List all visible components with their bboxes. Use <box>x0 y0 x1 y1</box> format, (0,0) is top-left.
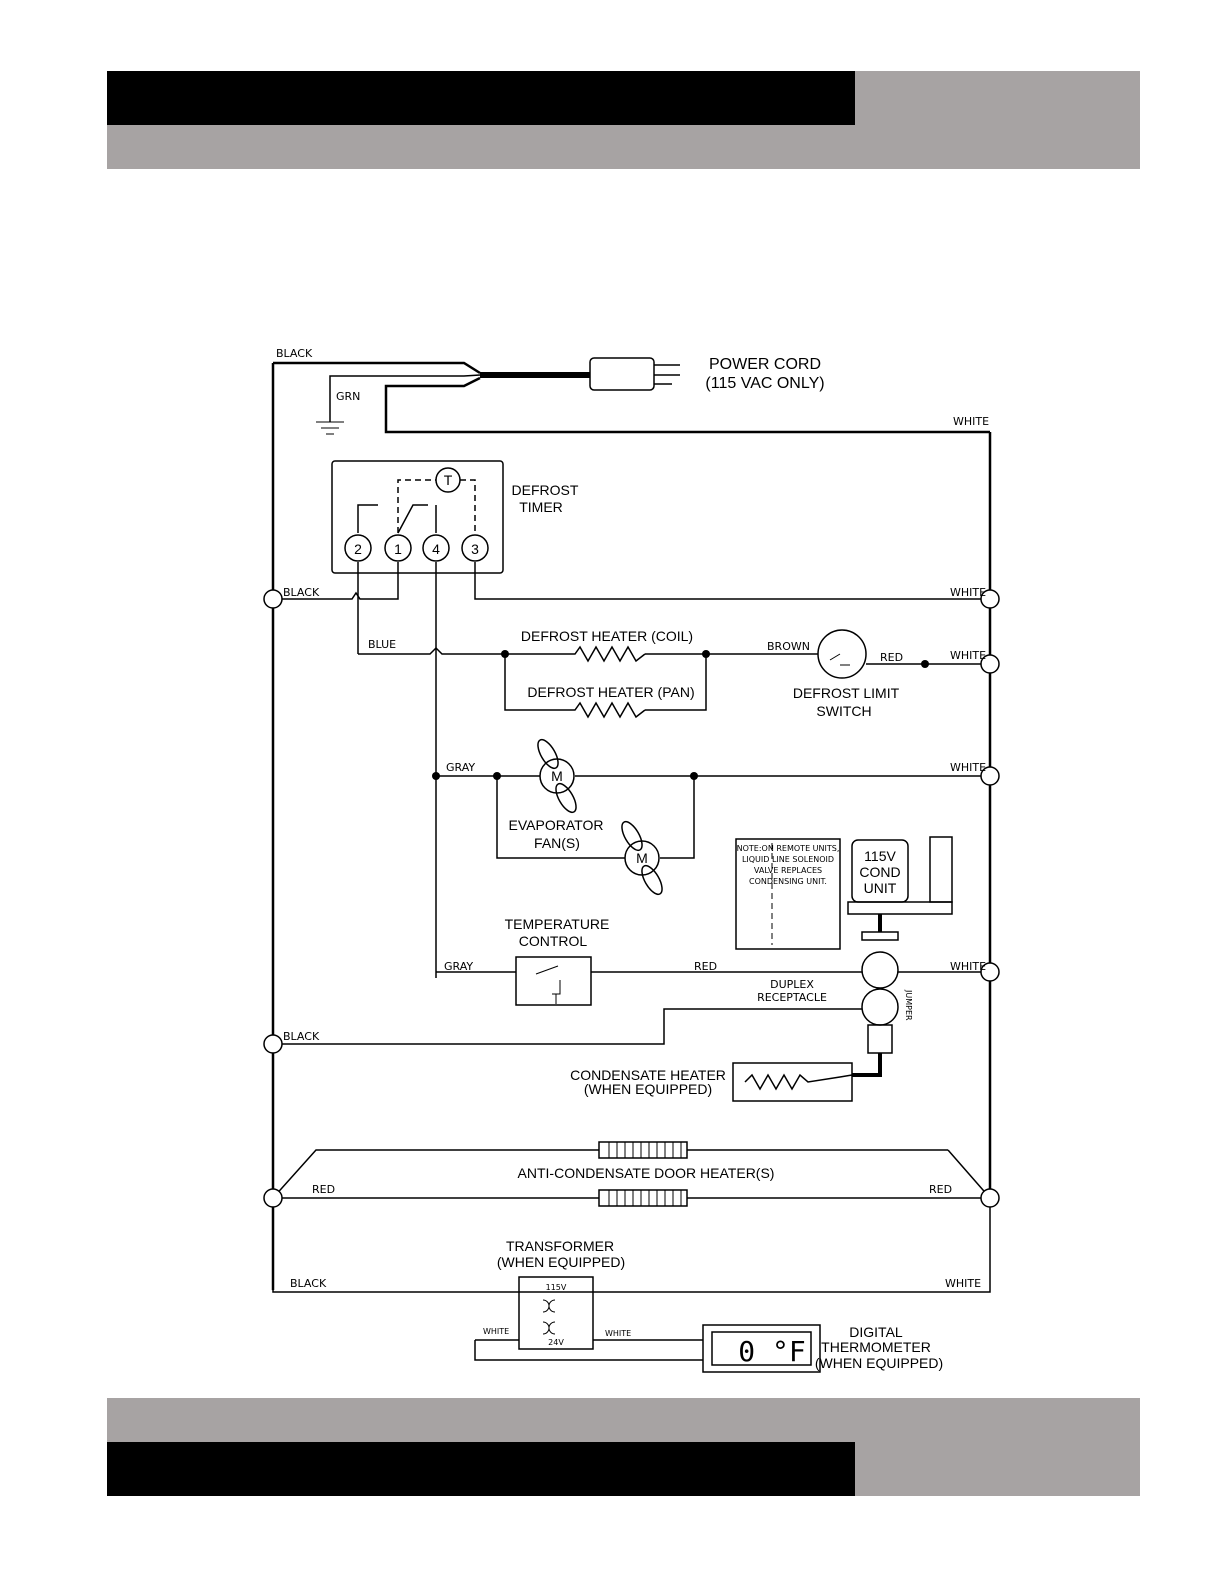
wire-white-xfmr-right: WHITE <box>605 1329 631 1338</box>
wire-gray-972: GRAY <box>444 960 473 973</box>
cond-unit-label-1: 115V <box>864 848 896 864</box>
fan-motor-2-label: M <box>636 850 648 866</box>
wire-white-972: WHITE <box>950 960 986 973</box>
wire-white-bottom: WHITE <box>945 1277 981 1290</box>
digital-thermometer-box <box>702 1324 821 1373</box>
thermo-display: 0 °F <box>738 1335 805 1368</box>
header-gray-tab <box>855 71 1140 125</box>
header-gray-bar <box>107 125 1140 169</box>
limit-switch-label-2: SWITCH <box>816 703 871 719</box>
transformer-box <box>518 1276 594 1350</box>
xfmr-115-label: 115V <box>546 1283 567 1292</box>
wire-blue: BLUE <box>368 638 396 651</box>
wire-red-1198-left: RED <box>312 1183 335 1196</box>
note-line-1: NOTE:ON REMOTE UNITS, <box>737 844 840 853</box>
limit-switch-label-1: DEFROST LIMIT <box>793 685 900 701</box>
terminal-3 <box>461 534 489 562</box>
wire-white-664: WHITE <box>950 649 986 662</box>
thermo-label-3: (WHEN EQUIPPED) <box>815 1355 943 1371</box>
heater-coil-label: DEFROST HEATER (COIL) <box>521 628 693 644</box>
door-heater-bottom <box>598 1189 688 1207</box>
footer-gray-tab <box>855 1442 1140 1496</box>
heater-pan-resistor <box>565 701 646 719</box>
node-right-776 <box>980 766 1000 786</box>
power-cord-label: POWER CORD <box>709 356 821 373</box>
timer-t-label: T <box>444 472 453 488</box>
door-heater-top <box>598 1141 688 1159</box>
footer-black-bar <box>107 1442 855 1496</box>
node-right-599 <box>980 589 1000 609</box>
door-heater-label: ANTI-CONDENSATE DOOR HEATER(S) <box>518 1165 775 1181</box>
terminal-1-label: 1 <box>394 541 402 557</box>
duplex-label-2: RECEPTACLE <box>757 991 827 1004</box>
black-rail <box>273 361 481 375</box>
terminal-4 <box>422 534 450 562</box>
wire-red-972: RED <box>694 960 717 973</box>
power-cord-sub-label: (115 VAC ONLY) <box>705 375 824 392</box>
wire-black-bottom: BLACK <box>290 1277 327 1290</box>
cond-unit-label-2: COND <box>859 864 900 880</box>
power-plug <box>589 357 680 391</box>
wire-white-top: WHITE <box>953 415 989 428</box>
footer-gray-bar <box>107 1398 1140 1442</box>
transformer-label-1: TRANSFORMER <box>506 1238 614 1254</box>
remote-note-box <box>735 838 841 950</box>
heater-coil-resistor <box>565 645 646 663</box>
node-left-1044 <box>263 1034 283 1054</box>
wire-white-xfmr-left: WHITE <box>483 1327 509 1336</box>
transformer-label-2: (WHEN EQUIPPED) <box>497 1254 625 1270</box>
defrost-timer-box <box>331 460 504 574</box>
temp-control-label-1: TEMPERATURE <box>505 916 610 932</box>
wire-grn: GRN <box>336 390 360 403</box>
thermo-label-2: THERMOMETER <box>821 1339 931 1355</box>
terminal-1 <box>384 534 412 562</box>
defrost-timer-label-1: DEFROST <box>512 482 579 498</box>
heater-pan-label: DEFROST HEATER (PAN) <box>527 684 694 700</box>
wire-black-1044: BLACK <box>283 1030 320 1043</box>
wire-white-599: WHITE <box>950 586 986 599</box>
wire-red-664: RED <box>880 651 903 664</box>
evap-fan-label-1: EVAPORATOR <box>509 817 604 833</box>
cond-heater-label-2: (WHEN EQUIPPED) <box>584 1081 712 1097</box>
temp-control-label-2: CONTROL <box>519 933 588 949</box>
xfmr-24-label: 24V <box>548 1338 564 1347</box>
white-rail <box>384 376 990 434</box>
wire-black-top: BLACK <box>276 347 313 360</box>
defrost-timer-label-2: TIMER <box>519 499 563 515</box>
fan-motor-1-label: M <box>551 768 563 784</box>
terminal-4-label: 4 <box>432 541 440 557</box>
ground-wire <box>329 374 481 422</box>
jumper-label: JUMPER <box>904 989 913 1021</box>
terminal-2 <box>344 534 372 562</box>
note-line-4: CONDENSING UNIT. <box>749 877 827 886</box>
node-left-1198 <box>263 1188 283 1208</box>
cond-unit-label-3: UNIT <box>864 880 897 896</box>
wire-red-1198-right: RED <box>929 1183 952 1196</box>
temperature-control-box <box>515 956 592 1006</box>
thermo-label-1: DIGITAL <box>849 1324 903 1340</box>
evap-fan-label-2: FAN(S) <box>534 835 580 851</box>
note-line-2: LIQUID LINE SOLENOID <box>742 855 834 864</box>
wire-white-776: WHITE <box>950 761 986 774</box>
node-right-664 <box>980 654 1000 674</box>
node-right-972 <box>980 962 1000 982</box>
duplex-label-1: DUPLEX <box>770 978 814 991</box>
terminal-2-label: 2 <box>354 541 362 557</box>
header-black-bar <box>107 71 855 125</box>
node-right-1198 <box>980 1188 1000 1208</box>
node-left-599 <box>263 589 283 609</box>
cond-heater-label-1: CONDENSATE HEATER <box>570 1067 726 1083</box>
note-line-3: VALVE REPLACES <box>754 866 822 875</box>
wire-brown: BROWN <box>767 640 810 653</box>
wire-black-599: BLACK <box>283 586 320 599</box>
timer-t-icon <box>435 467 461 493</box>
condensate-heater-box <box>732 1062 853 1102</box>
wire-gray-776: GRAY <box>446 761 475 774</box>
terminal-3-label: 3 <box>471 541 479 557</box>
